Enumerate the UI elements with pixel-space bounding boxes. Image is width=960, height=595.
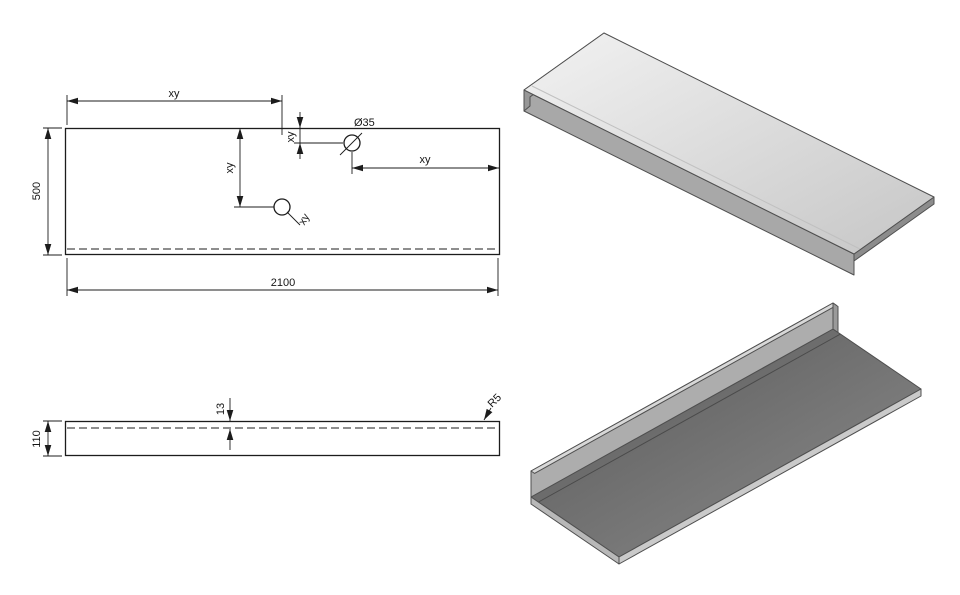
plan-outline xyxy=(64,127,501,256)
dim-upper-hole-vertical-label: xy xyxy=(285,131,297,143)
dim-upper-hole-vertical: xy xyxy=(285,112,343,159)
hole-lower-leader-label: xy xyxy=(296,211,312,227)
front-view: 110 13 R5 xyxy=(31,392,504,457)
dim-lower-hole-vertical: xy xyxy=(224,128,274,208)
leader-line xyxy=(286,211,301,226)
iso-top-surface xyxy=(523,32,935,255)
iso-view-top xyxy=(523,32,935,276)
leader-upper-hole: Ø35 xyxy=(339,117,375,156)
dim-width-500: 500 xyxy=(31,127,62,256)
hole-diameter-label: Ø35 xyxy=(354,117,375,129)
dim-top-horizontal: xy xyxy=(66,88,283,135)
iso-view-bottom xyxy=(530,302,922,565)
dim-height-110: 110 xyxy=(31,420,62,457)
dim-upper-hole-horizontal-label: xy xyxy=(420,154,432,166)
dim-top-label: xy xyxy=(169,88,181,100)
dim-thickness-13: 13 xyxy=(215,398,234,450)
plan-view: xy xy xy xy xy Ø35 xyxy=(31,88,501,296)
dim-height-label: 110 xyxy=(31,430,43,448)
leader-line xyxy=(483,407,493,421)
iso-bottom-bend-line xyxy=(538,333,841,503)
dim-thickness-label: 13 xyxy=(215,403,227,415)
leader-line xyxy=(339,132,363,156)
iso-bottom-flange-end xyxy=(832,302,839,333)
front-outline xyxy=(64,420,501,457)
iso-top-bend-line xyxy=(531,85,861,250)
iso-bottom-left-edge xyxy=(530,496,620,565)
dim-width-label: 500 xyxy=(31,182,43,200)
radius-note-r5: R5 xyxy=(483,392,504,421)
bend-radius-label: R5 xyxy=(486,392,504,410)
leader-lower-hole: xy xyxy=(286,211,313,227)
dim-length-label: 2100 xyxy=(271,277,295,289)
dim-lower-hole-vertical-label: xy xyxy=(224,162,236,174)
hole-circle-upper xyxy=(343,134,361,152)
dim-upper-hole-horizontal: xy xyxy=(351,152,499,174)
dim-length-2100: 2100 xyxy=(66,258,499,296)
